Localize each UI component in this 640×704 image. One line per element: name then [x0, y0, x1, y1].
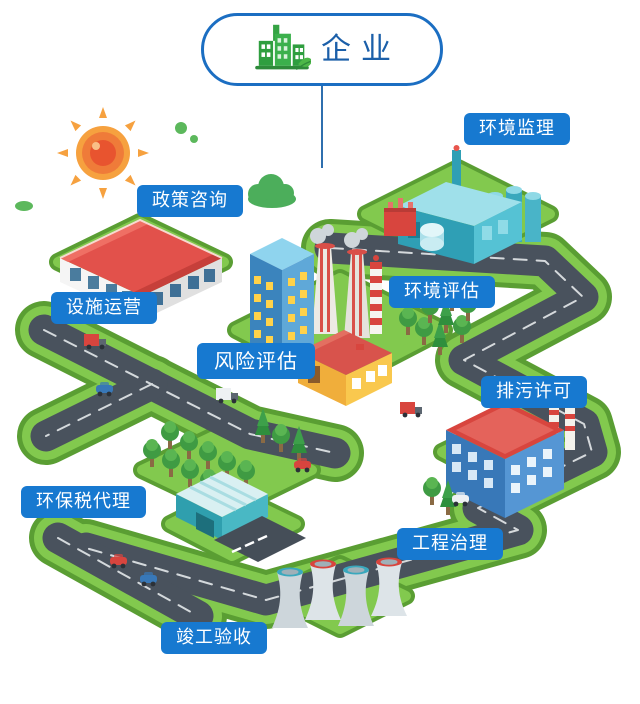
green-dots: [15, 122, 198, 211]
striped-chimney: [370, 255, 382, 334]
header-pill: 企业: [201, 13, 443, 86]
label-project-treatment: 工程治理: [397, 528, 503, 560]
power-plant: [250, 224, 392, 406]
label-discharge-permit: 排污许可: [481, 376, 587, 408]
chemical-plant-building: [384, 145, 541, 264]
yellow-factory-hall: [298, 330, 392, 406]
cooling-towers: [272, 557, 407, 628]
red-truck-2: [400, 402, 422, 418]
label-risk-assessment: 风险评估: [197, 343, 315, 379]
label-env-supervision: 环境监理: [464, 113, 570, 145]
green-factory-leaf-icon: [253, 23, 313, 77]
sun-icon: [57, 107, 149, 199]
label-policy-consulting: 政策咨询: [137, 185, 243, 217]
label-completion-acceptance: 竣工验收: [161, 622, 267, 654]
smoke: [310, 224, 368, 248]
label-facility-operation: 设施运营: [51, 292, 157, 324]
label-env-tax-agency: 环保税代理: [21, 486, 146, 518]
connector-line: [321, 84, 323, 168]
parking-depot: [176, 471, 306, 562]
warehouse-building: [59, 218, 223, 320]
label-env-assessment: 环境评估: [389, 276, 495, 308]
page-title: 企业: [321, 31, 401, 67]
green-cloud-icon: [248, 174, 296, 208]
office-tower: [250, 238, 314, 362]
